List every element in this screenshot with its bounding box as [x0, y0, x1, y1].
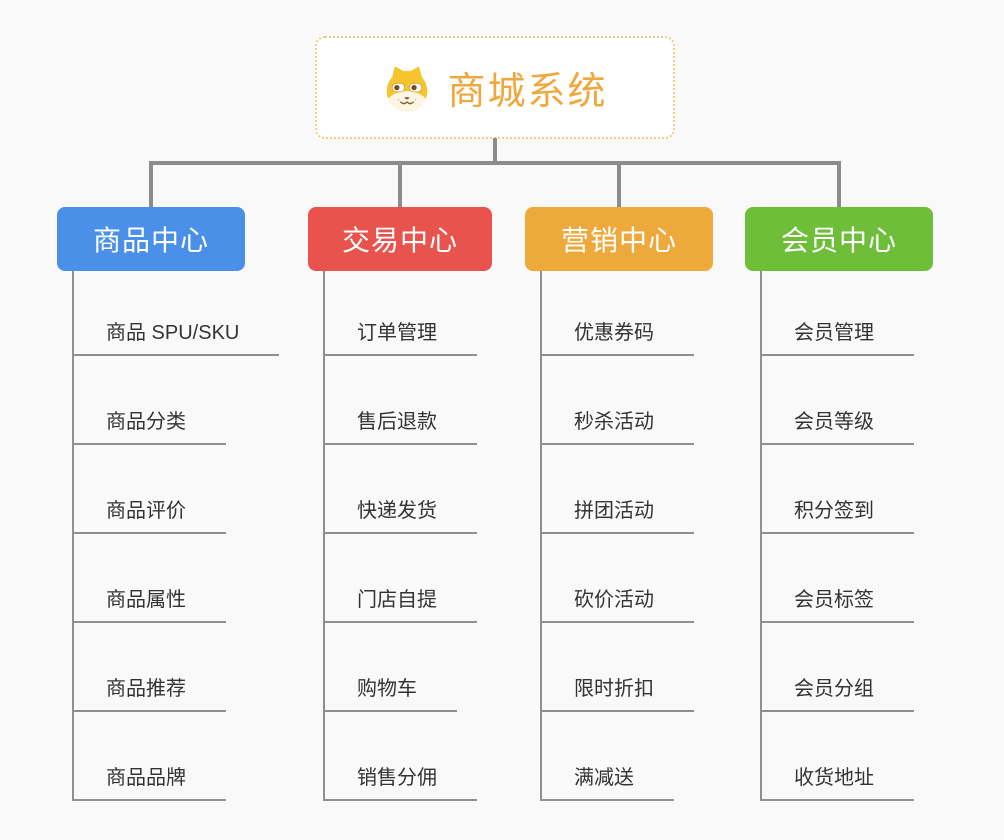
connector-trunk-branch-4 — [760, 271, 762, 801]
topic-order-management[interactable]: 订单管理 — [323, 320, 477, 356]
branch-node-trade-center[interactable]: 交易中心 — [308, 207, 492, 271]
connector-stub-branch-3 — [617, 162, 621, 207]
branch-node-member-center[interactable]: 会员中心 — [745, 207, 933, 271]
topic-member-group[interactable]: 会员分组 — [760, 676, 914, 712]
branch-node-product-center[interactable]: 商品中心 — [57, 207, 245, 271]
topic-points-checkin[interactable]: 积分签到 — [760, 498, 914, 534]
topic-limited-time-discount[interactable]: 限时折扣 — [540, 676, 694, 712]
topic-product-recommend[interactable]: 商品推荐 — [72, 676, 226, 712]
root-node-mall-system[interactable]: 商城系统 — [315, 36, 675, 139]
topic-product-spu-sku[interactable]: 商品 SPU/SKU — [72, 320, 280, 356]
topic-member-tag[interactable]: 会员标签 — [760, 587, 914, 623]
connector-trunk-branch-3 — [540, 271, 542, 801]
connector-trunk-branch-2 — [323, 271, 325, 801]
connector-stub-branch-2 — [398, 162, 402, 207]
topic-flash-sale[interactable]: 秒杀活动 — [540, 409, 694, 445]
topic-shipping-address[interactable]: 收货地址 — [760, 765, 914, 801]
dog-face-icon — [387, 66, 428, 111]
topic-spend-and-save[interactable]: 满减送 — [540, 765, 674, 801]
connector-stub-branch-1 — [149, 162, 153, 207]
connector-trunk-branch-1 — [72, 271, 74, 801]
topic-shopping-cart[interactable]: 购物车 — [323, 676, 457, 712]
topic-member-management[interactable]: 会员管理 — [760, 320, 914, 356]
topic-sales-commission[interactable]: 销售分佣 — [323, 765, 477, 801]
connector-horizontal-rail — [149, 161, 841, 165]
topic-express-shipping[interactable]: 快递发货 — [323, 498, 477, 534]
connector-root-stub — [493, 138, 497, 164]
topic-store-pickup[interactable]: 门店自提 — [323, 587, 477, 623]
topic-product-category[interactable]: 商品分类 — [72, 409, 226, 445]
topic-coupon-code[interactable]: 优惠券码 — [540, 320, 694, 356]
topic-group-buying[interactable]: 拼团活动 — [540, 498, 694, 534]
connector-stub-branch-4 — [837, 162, 841, 207]
topic-bargain-activity[interactable]: 砍价活动 — [540, 587, 694, 623]
root-title: 商城系统 — [447, 71, 608, 113]
topic-member-level[interactable]: 会员等级 — [760, 409, 914, 445]
topic-product-review[interactable]: 商品评价 — [72, 498, 226, 534]
branch-node-marketing-center[interactable]: 营销中心 — [525, 207, 713, 271]
topic-product-brand[interactable]: 商品品牌 — [72, 765, 226, 801]
topic-aftersale-refund[interactable]: 售后退款 — [323, 409, 477, 445]
topic-product-attribute[interactable]: 商品属性 — [72, 587, 226, 623]
